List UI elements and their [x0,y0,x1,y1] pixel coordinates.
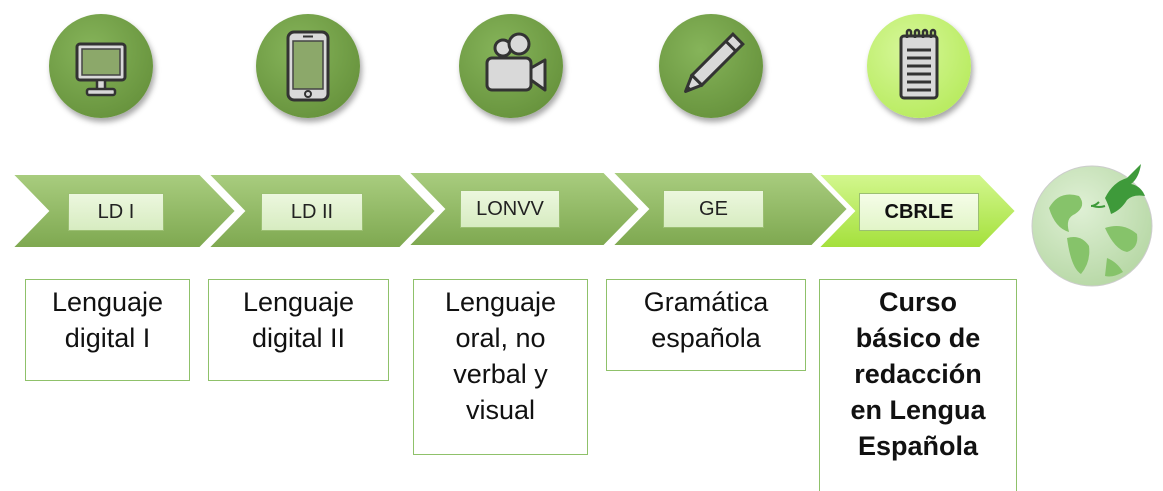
video-camera-icon [485,32,547,92]
notepad-icon [899,28,939,100]
step-5-icon-circle [867,14,971,118]
step-4-code: GE [663,190,764,228]
step-2-code: LD II [261,193,363,231]
monitor-icon [75,42,127,97]
step-3-icon-circle [459,14,563,118]
step-1-code: LD I [68,193,164,231]
globe-dove-icon [1031,164,1153,287]
step-4-icon-circle [659,14,763,118]
step-1-icon-circle [49,14,153,118]
step-3-code: LONVV [460,190,560,228]
tablet-icon [286,30,330,102]
step-5-code: CBRLE [859,193,979,231]
step-2-icon-circle [256,14,360,118]
pencil-icon [684,32,745,93]
